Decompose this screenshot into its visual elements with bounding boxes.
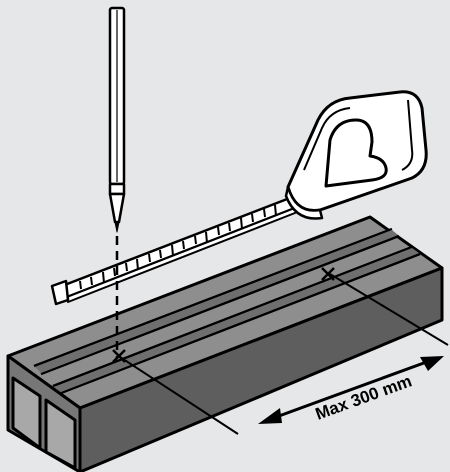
tape-case-grip <box>324 118 388 188</box>
extension-lines <box>119 273 449 435</box>
pencil-tip <box>108 192 126 224</box>
tape-measure-icon <box>50 90 428 306</box>
chamber-left <box>11 376 42 450</box>
beam-chambers <box>11 376 77 470</box>
tape-case-side <box>284 185 324 220</box>
tape-case-contour <box>303 107 351 171</box>
dimension-arrow-icon <box>258 356 444 424</box>
pencil-icon <box>108 6 126 233</box>
tape-hook <box>50 279 70 306</box>
tape-ticks <box>79 204 277 290</box>
beam-groove-fill <box>35 230 419 392</box>
beam-grooves <box>33 227 421 395</box>
pencil-collar <box>108 182 126 196</box>
pencil-lead <box>114 221 120 233</box>
chamber-right <box>44 398 77 470</box>
